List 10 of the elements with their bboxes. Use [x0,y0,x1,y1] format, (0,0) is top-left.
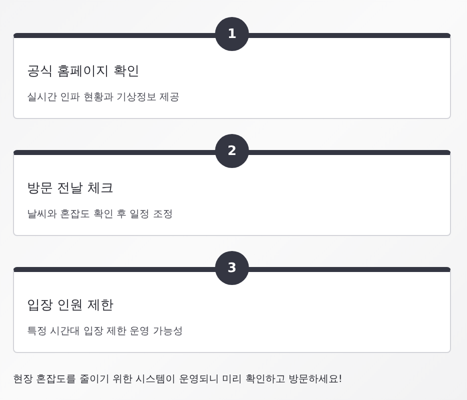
step-description: 실시간 인파 현황과 기상정보 제공 [27,91,180,104]
step-description: 특정 시간대 입장 제한 운영 가능성 [27,325,183,338]
step-number-badge: 1 [215,17,249,51]
step-description: 날씨와 혼잡도 확인 후 일정 조정 [27,208,173,221]
step-title: 방문 전날 체크 [27,180,114,197]
footnote: 현장 혼잡도를 줄이기 위한 시스템이 운영되니 미리 확인하고 방문하세요! [13,373,342,386]
step-number-badge: 3 [215,251,249,285]
step-title: 공식 홈페이지 확인 [27,63,140,80]
step-number-badge: 2 [215,134,249,168]
step-title: 입장 인원 제한 [27,297,114,314]
